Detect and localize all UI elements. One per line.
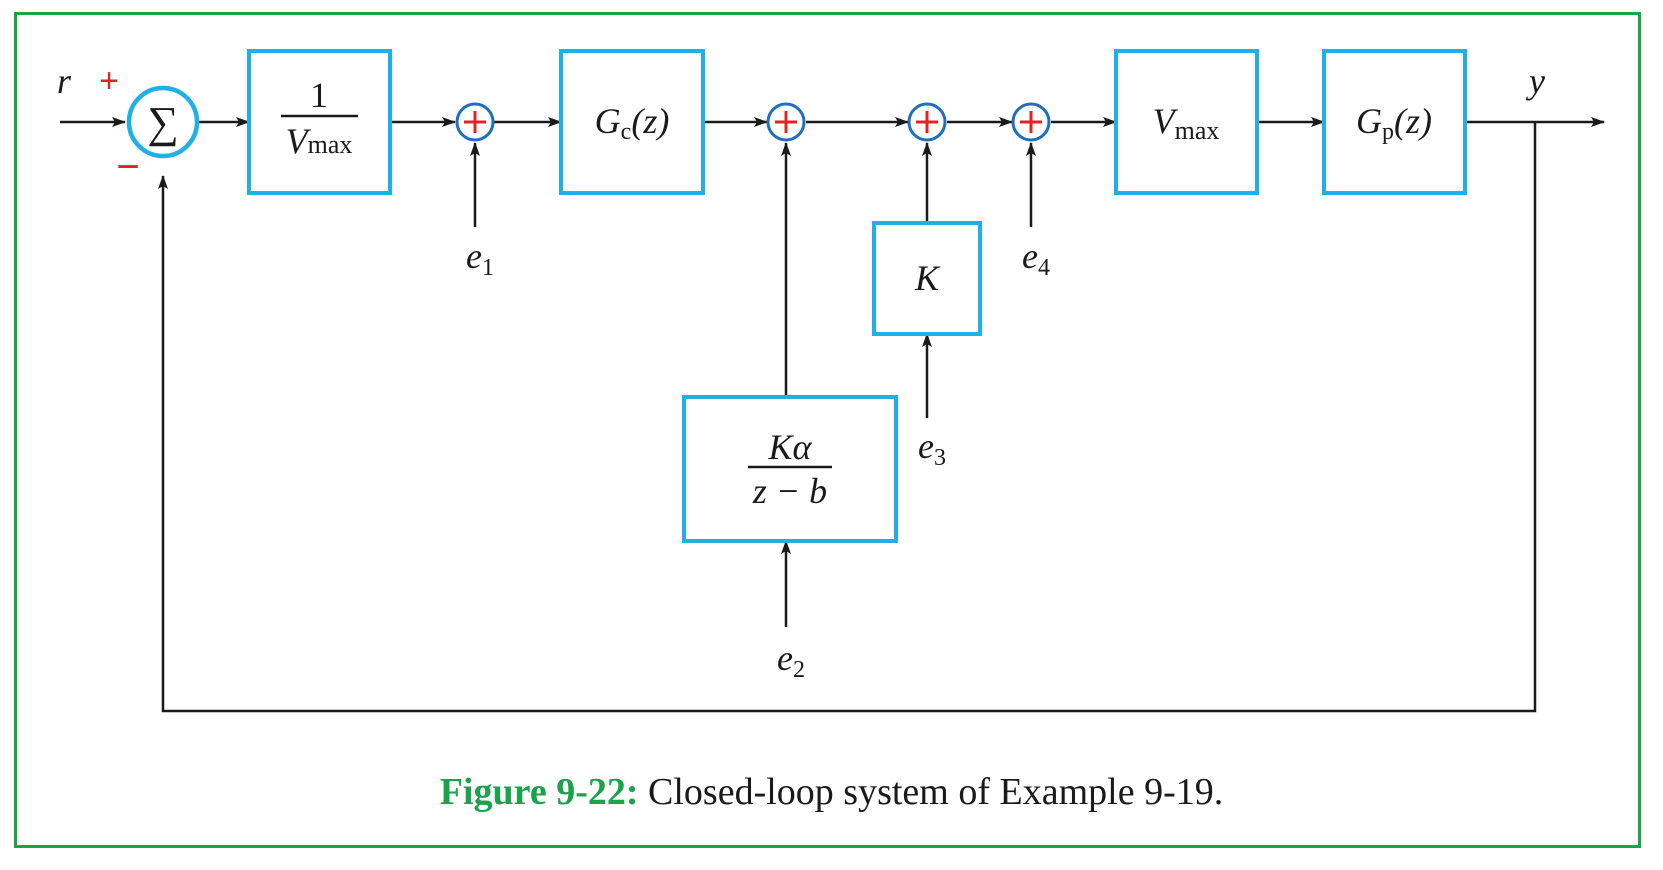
block-gp: Gp(z)	[1322, 49, 1467, 195]
summer-plus-sign: +	[99, 62, 119, 100]
output-label-y: y	[1526, 61, 1545, 101]
vmax-label: Vmax	[1153, 101, 1220, 145]
block-gc: Gc(z)	[559, 49, 705, 195]
summer-minus-sign: −	[116, 145, 139, 189]
ka-denominator: z − b	[752, 471, 827, 511]
figure-caption: Figure 9-22: Closed-loop system of Examp…	[0, 770, 1663, 814]
block-inverse-vmax: 1 Vmax	[247, 49, 392, 195]
label-e1: e1	[466, 236, 494, 281]
block-k-alpha: Kα z − b	[682, 395, 898, 543]
input-label-r: r	[57, 61, 72, 101]
figure-frame	[14, 12, 1641, 848]
ka-numerator: Kα	[768, 427, 813, 467]
inv-vmax-denominator: Vmax	[286, 121, 353, 161]
k-label: K	[914, 258, 941, 298]
sigma-symbol: ∑	[147, 98, 178, 147]
sum-junction-2	[766, 102, 806, 142]
gp-label: Gp(z)	[1356, 101, 1432, 145]
label-e2: e2	[777, 638, 805, 683]
block-k: K	[872, 221, 982, 336]
caption-text: Closed-loop system of Example 9-19.	[638, 771, 1224, 813]
caption-lead: Figure 9-22:	[439, 771, 639, 813]
block-vmax: Vmax	[1114, 49, 1259, 195]
label-e3: e3	[918, 426, 946, 471]
sum-junction-1	[455, 102, 495, 142]
wire-feedback	[158, 122, 1537, 713]
gc-label: Gc(z)	[595, 101, 670, 145]
label-e4: e4	[1022, 236, 1050, 281]
inv-vmax-numerator: 1	[310, 75, 328, 115]
sum-junction-4	[1011, 102, 1051, 142]
sigma-summer: ∑	[126, 85, 200, 159]
sum-junction-3	[907, 102, 947, 142]
